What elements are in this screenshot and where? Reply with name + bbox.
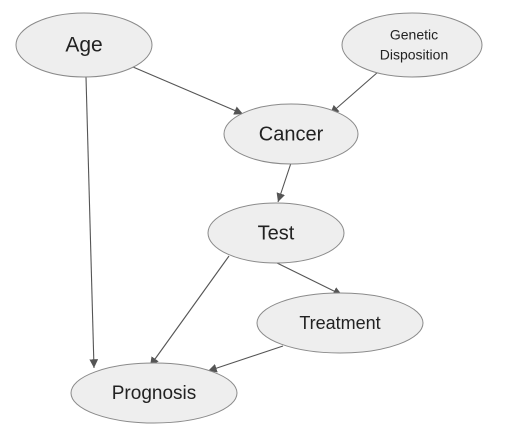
- node-cancer: Cancer: [223, 103, 359, 165]
- node-prognosis-label: Prognosis: [112, 383, 197, 404]
- node-treatment: Treatment: [256, 292, 424, 354]
- node-test: Test: [207, 202, 345, 264]
- node-prognosis: Prognosis: [70, 362, 238, 424]
- edge-genetic-to-cancer: [329, 71, 379, 115]
- node-age: Age: [15, 12, 153, 78]
- edge-test-to-prognosis: [149, 255, 230, 367]
- edge-age-to-cancer: [132, 66, 244, 115]
- node-treatment-label: Treatment: [299, 313, 380, 333]
- node-genetic-disposition-ellipse: [341, 12, 483, 78]
- node-test-ellipse: [207, 202, 345, 264]
- node-cancer-ellipse: [223, 103, 359, 165]
- node-test-label: Test: [258, 222, 295, 244]
- node-genetic-disposition-label-line2: Disposition: [380, 47, 448, 63]
- node-prognosis-ellipse: [70, 362, 238, 424]
- node-cancer-label: Cancer: [259, 123, 324, 145]
- edge-treatment-to-prognosis: [207, 345, 284, 373]
- edge-age-to-prognosis: [85, 76, 99, 369]
- node-age-label: Age: [65, 34, 102, 57]
- node-genetic-disposition-label-line1: Genetic: [390, 27, 438, 43]
- edge-cancer-to-test: [276, 162, 292, 203]
- node-treatment-ellipse: [256, 292, 424, 354]
- edges: [85, 66, 379, 373]
- edge-test-to-treatment: [274, 261, 343, 296]
- node-genetic-disposition: Genetic Disposition: [341, 12, 483, 78]
- node-age-ellipse: [15, 12, 153, 78]
